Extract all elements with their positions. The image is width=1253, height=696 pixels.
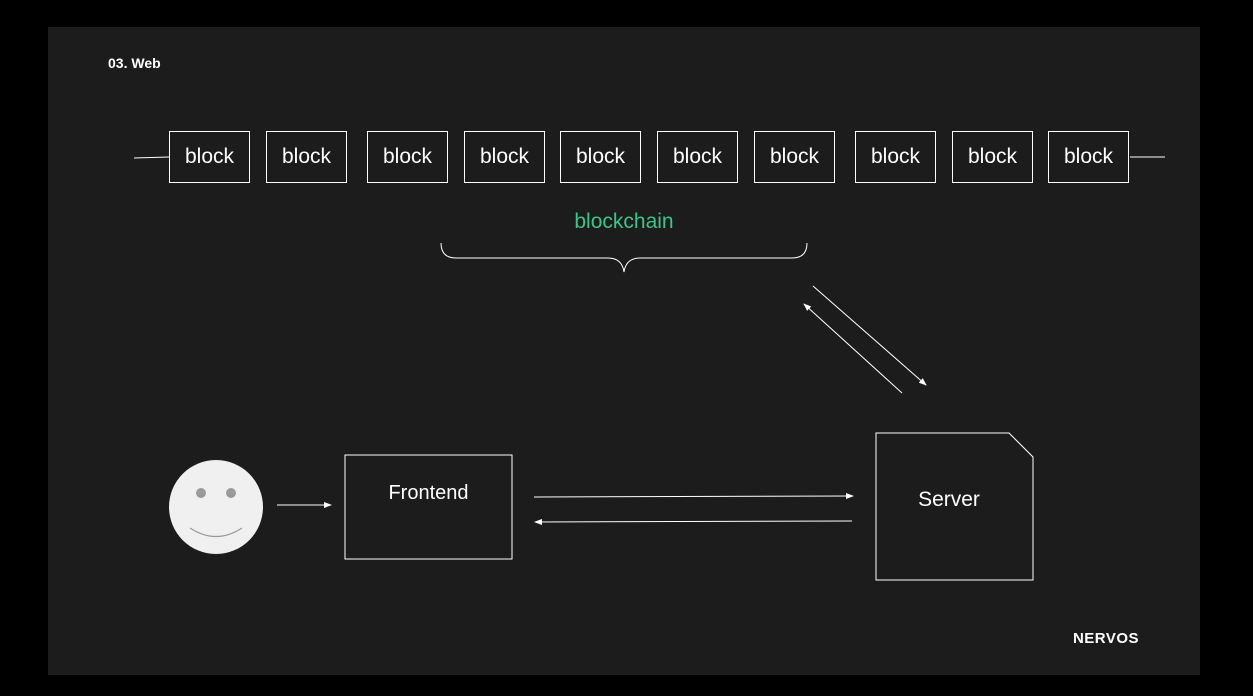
block-5: block	[560, 131, 641, 183]
block-1: block	[169, 131, 250, 183]
block-4: block	[464, 131, 545, 183]
block-6: block	[657, 131, 738, 183]
frontend-to-server-arrow	[533, 493, 854, 500]
block-2: block	[266, 131, 347, 183]
block-9: block	[952, 131, 1033, 183]
blockchain-label: blockchain	[574, 210, 674, 233]
blockchain-to-server-arrow	[812, 285, 927, 386]
frontend-box	[344, 454, 513, 560]
block-3: block	[367, 131, 448, 183]
server-label: Server	[918, 488, 980, 511]
server-box	[875, 432, 1034, 581]
frontend-label: Frontend	[388, 482, 469, 504]
block-8: block	[855, 131, 936, 183]
block-7: block	[754, 131, 835, 183]
nervos-logo: NERVOS	[1072, 630, 1140, 647]
server-to-blockchain-arrow	[803, 303, 903, 394]
smiley-face-icon	[169, 460, 263, 554]
server-to-frontend-arrow	[534, 518, 853, 525]
slide-canvas	[48, 27, 1200, 675]
blockchain-brace	[440, 242, 808, 273]
block-10: block	[1048, 131, 1129, 183]
chain-left-connector	[133, 156, 170, 159]
section-title: 03. Web	[108, 55, 161, 71]
